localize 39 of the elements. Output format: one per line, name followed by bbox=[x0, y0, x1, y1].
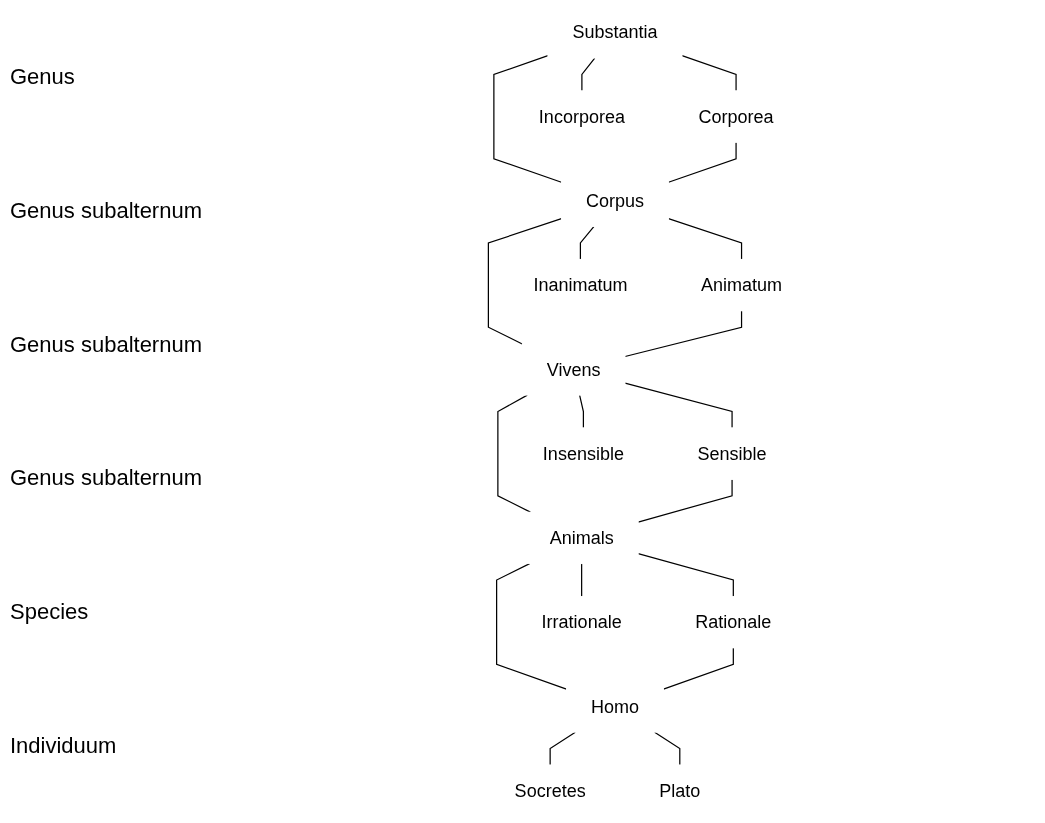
connector bbox=[549, 731, 576, 766]
connector bbox=[487, 218, 563, 345]
connector bbox=[637, 478, 733, 523]
connector bbox=[581, 563, 583, 597]
node-text: Rationale bbox=[695, 611, 772, 633]
connector bbox=[667, 141, 737, 183]
connector bbox=[637, 553, 734, 597]
node-text: Inanimatum bbox=[533, 274, 628, 296]
level-label: Genus bbox=[10, 63, 76, 90]
connector bbox=[624, 310, 743, 358]
connector bbox=[579, 394, 584, 429]
connector bbox=[493, 55, 563, 183]
node-text: Animatum bbox=[701, 274, 783, 296]
connector bbox=[681, 55, 737, 92]
level-label: Individuum bbox=[10, 733, 118, 760]
node-text: Vivens bbox=[546, 359, 601, 380]
node-text: Animals bbox=[549, 527, 614, 549]
node-text: Incorporea bbox=[538, 106, 625, 127]
node-text: Corporea bbox=[698, 106, 774, 127]
node-text: Socretes bbox=[514, 780, 586, 801]
node-text: Substantia bbox=[572, 22, 658, 43]
level-label: Genus subalternum bbox=[10, 331, 203, 358]
connector bbox=[624, 382, 733, 429]
node-text: Sensible bbox=[697, 443, 767, 464]
connector bbox=[654, 731, 681, 766]
connector bbox=[496, 563, 568, 690]
connector bbox=[497, 394, 531, 513]
node-text: Insensible bbox=[542, 443, 624, 464]
node-text: Plato bbox=[659, 780, 701, 801]
connector bbox=[581, 57, 596, 92]
node-text: Homo bbox=[590, 696, 639, 717]
connector bbox=[667, 218, 743, 260]
level-label: Species bbox=[10, 599, 90, 626]
connector bbox=[579, 226, 595, 260]
node-text: Corpus bbox=[585, 190, 644, 212]
level-label: Genus subalternum bbox=[10, 465, 203, 492]
node-text: Irrationale bbox=[541, 611, 622, 633]
level-label: Genus subalternum bbox=[10, 197, 203, 224]
connector bbox=[662, 647, 734, 690]
